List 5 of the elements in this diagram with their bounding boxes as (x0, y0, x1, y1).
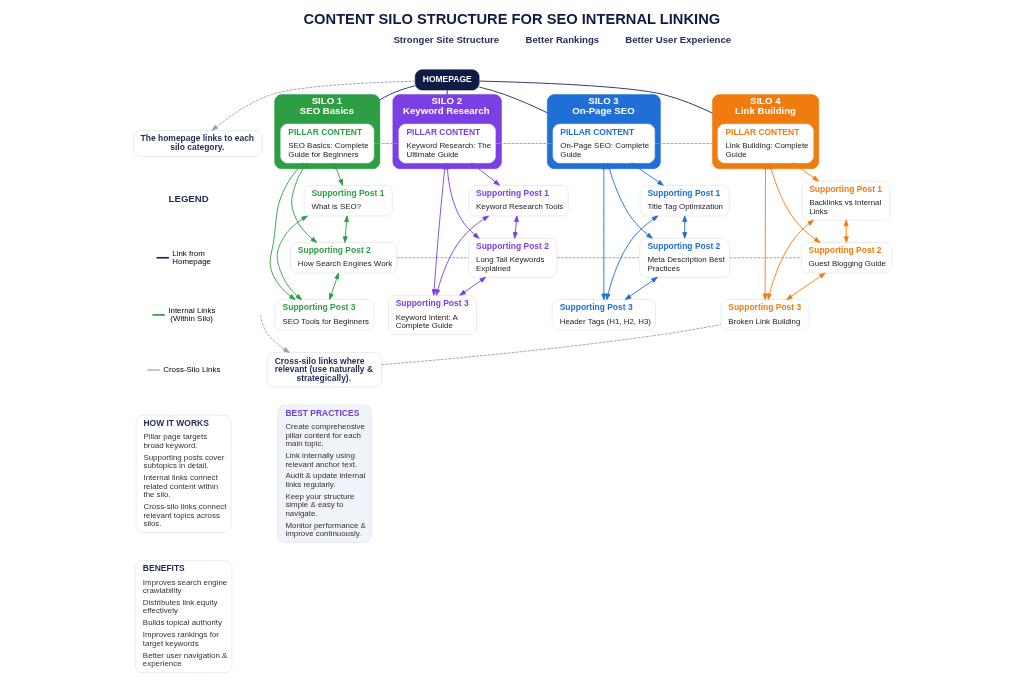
diagram-title: CONTENT SILO STRUCTURE FOR SEO INTERNAL LINKING (303, 10, 720, 27)
label: Stronger Site Structure (392, 34, 499, 46)
label: Better User Experience (624, 34, 731, 46)
label: LEGEND (168, 193, 209, 205)
label: Better Rankings (525, 34, 599, 46)
